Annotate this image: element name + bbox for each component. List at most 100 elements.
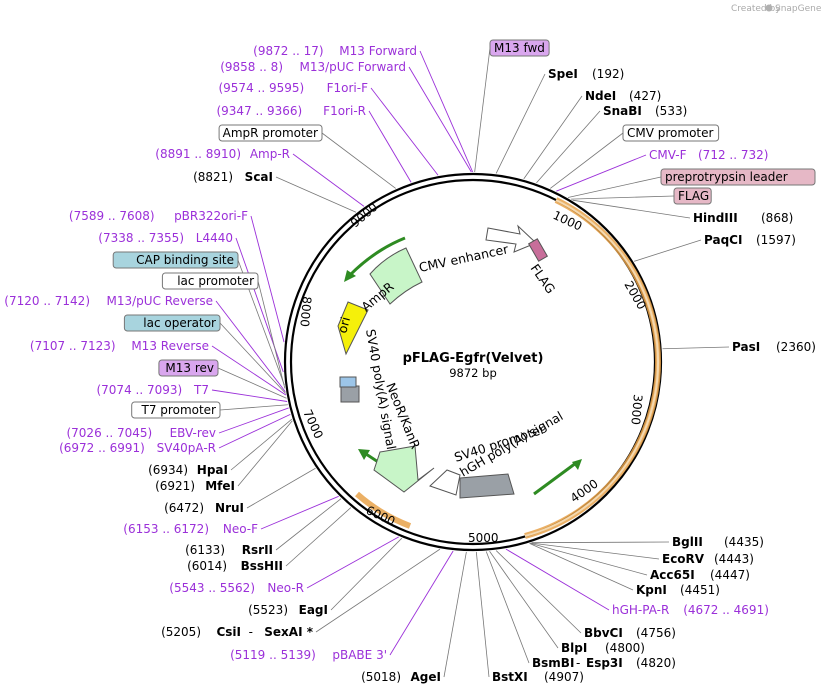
leader-line xyxy=(260,495,339,530)
leader-line xyxy=(219,322,286,394)
tick-9000: 9000 xyxy=(348,200,380,230)
primer-label-amp-r: Amp-R xyxy=(250,147,290,161)
enzyme-label-paqci: PaqCI xyxy=(704,233,742,247)
enzyme-label-bglii: BglII xyxy=(672,535,703,549)
leader-line xyxy=(285,507,352,567)
primer-position-neo-r: (5543 .. 5562) xyxy=(169,581,255,595)
primer-position-sv40pa-r: (6972 .. 6991) xyxy=(59,441,145,455)
primer-label-l4440: L4440 xyxy=(196,231,233,245)
enzyme-position-eagi: (5523) xyxy=(248,603,288,617)
leader-line xyxy=(634,239,702,262)
feature-box-label-cmv-promoter: CMV promoter xyxy=(627,126,714,140)
leader-line xyxy=(556,154,647,192)
enzyme-position-nrui: (6472) xyxy=(164,501,204,515)
primer-label-m13-reverse: M13 Reverse xyxy=(131,339,209,353)
leader-line xyxy=(218,413,291,449)
primer-position-amp-r: (8891 .. 8910) xyxy=(155,147,241,161)
ampr-arrow xyxy=(369,247,423,305)
enzyme-position-blpi: (4800) xyxy=(605,641,645,655)
leader-line xyxy=(368,110,412,183)
tick-5000: 5000 xyxy=(468,531,499,545)
leader-line xyxy=(572,199,691,219)
enzyme-position-bstxi: (4907) xyxy=(544,670,584,684)
enzyme-position-rsrii: (6133) xyxy=(185,543,225,557)
primer-label-cmv-f: CMV-F xyxy=(649,148,687,162)
leader-line xyxy=(250,215,285,343)
primer-label-pbr322ori-f: pBR322ori-F xyxy=(174,209,248,223)
leader-line xyxy=(306,536,399,589)
primer-position-l4440: (7338 .. 7355) xyxy=(98,231,184,245)
enzyme-position-ndei: (427) xyxy=(629,89,661,103)
enzyme-label-spei: SpeI xyxy=(548,67,578,81)
orf-arrow-right xyxy=(533,461,577,496)
leader-line xyxy=(218,407,289,434)
enzyme-label-ecorv: EcoRV xyxy=(662,552,705,566)
enzyme-position-ecorv: (4443) xyxy=(714,552,754,566)
enzyme-label-ndei: NdeI xyxy=(585,89,616,103)
primer-position-m13-forward: (9872 .. 17) xyxy=(253,44,323,58)
primer-label-neo-r: Neo-R xyxy=(267,581,304,595)
enzyme-label-nrui: NruI xyxy=(215,501,244,515)
enzyme-label-pasi: PasI xyxy=(732,340,760,354)
feature-box-t7-promoter xyxy=(131,401,221,419)
feature-box-cap-binding-site xyxy=(112,251,239,269)
feature-box-lac-promoter xyxy=(161,272,259,290)
orf-arrowhead-right xyxy=(572,459,582,470)
primer-label-pbabe-3: pBABE 3' xyxy=(332,648,387,662)
primer-position-ebv-rev: (7026 .. 7045) xyxy=(66,426,152,440)
enzyme-separator: - xyxy=(576,656,580,670)
leader-line xyxy=(321,132,396,189)
plasmid-size: 9872 bp xyxy=(449,366,497,380)
sv40-polya-box xyxy=(340,385,360,403)
enzyme-label-agei: AgeI xyxy=(411,670,441,684)
feature-label-cmv-enhancer: CMV enhancer xyxy=(418,241,511,275)
enzyme-label-hindiii: HindIII xyxy=(693,211,738,225)
primer-position-cmv-f: (712 .. 732) xyxy=(698,148,768,162)
feature-box-label-t7-promoter: T7 promoter xyxy=(141,403,217,417)
feature-box-label-m13-fwd: M13 fwd xyxy=(494,41,545,55)
leader-line xyxy=(219,404,288,411)
enzyme-position-acc65i: (4447) xyxy=(710,568,750,582)
enzyme-position-hpai: (6934) xyxy=(148,463,188,477)
primer-label-m13-puc-reverse: M13/pUC Reverse xyxy=(107,294,214,308)
feature-box-lac-operator xyxy=(123,314,221,332)
primer-position-m13-puc-reverse: (7120 .. 7142) xyxy=(4,294,90,308)
primer-position-hgh-pa-r: (4672 .. 4691) xyxy=(683,603,769,617)
primer-position-f1ori-r: (9347 .. 9366) xyxy=(216,104,302,118)
ori-arrow xyxy=(337,301,369,356)
leader-line xyxy=(531,541,670,544)
leader-line xyxy=(215,300,286,392)
leader-line xyxy=(495,73,546,174)
leader-line xyxy=(235,237,284,373)
leader-line xyxy=(529,543,634,591)
leader-line xyxy=(211,345,287,396)
enzyme-label-snabi: SnaBI xyxy=(603,104,642,118)
enzyme-label-kpni: KpnI xyxy=(636,583,667,597)
tick-8000: 8000 xyxy=(297,296,314,328)
credit-text: Created by xyxy=(731,4,781,14)
leader-line xyxy=(530,542,660,560)
enzyme-label-bsshii: BssHII xyxy=(241,559,283,573)
enzyme-position-snabi: (533) xyxy=(655,104,687,118)
leader-line xyxy=(495,550,582,634)
enzyme-position-scai: (8821) xyxy=(193,170,233,184)
leader-line xyxy=(536,110,601,184)
primer-label-ebv-rev: EBV-rev xyxy=(170,426,216,440)
enzyme-label-acc65i: Acc65I xyxy=(650,568,695,582)
primer-position-f1ori-f: (9574 .. 9595) xyxy=(218,81,304,95)
flag-feature-box xyxy=(527,238,549,262)
feature-box-label-lac-operator: lac operator xyxy=(143,316,216,330)
enzyme-label-bbvci: BbvCI xyxy=(584,626,623,640)
primer-label-f1ori-r: F1ori-R xyxy=(323,104,366,118)
primer-position-t7: (7074 .. 7093) xyxy=(96,383,182,397)
neo-orange-arc xyxy=(355,491,412,529)
leader-line xyxy=(292,153,365,207)
leader-line xyxy=(230,418,293,471)
hgh-polya-box xyxy=(459,473,515,499)
brand-text: SnapGene xyxy=(775,4,822,14)
cmv-enhancer-arrow xyxy=(485,224,537,253)
feature-box-m13-fwd xyxy=(489,39,550,57)
feature-box-label-flag: FLAG xyxy=(678,189,709,203)
enzyme-label-hpai: HpaI xyxy=(197,463,228,477)
lac-feature-box xyxy=(339,376,357,388)
